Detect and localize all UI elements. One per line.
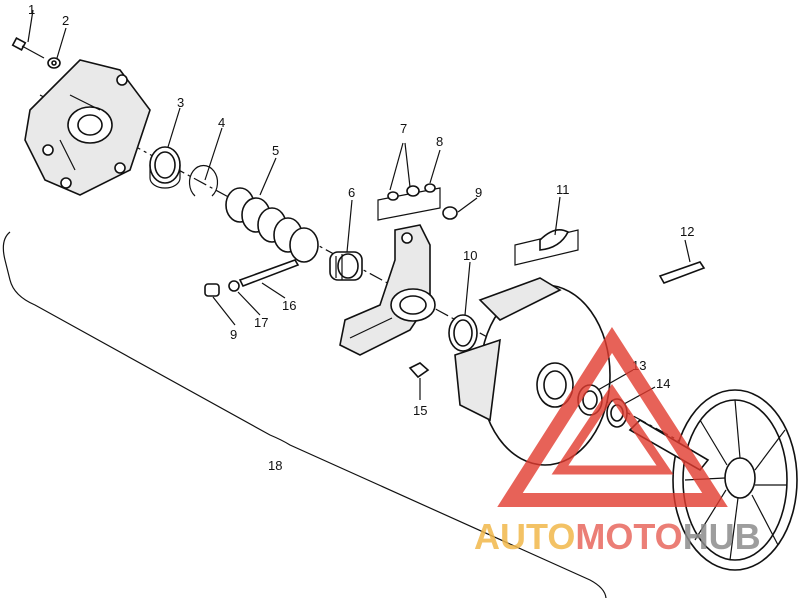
assembly-bracket bbox=[2, 231, 607, 598]
callout-11: 11 bbox=[556, 182, 570, 197]
part-cover-plate bbox=[24, 59, 151, 196]
callout-4: 4 bbox=[218, 115, 225, 130]
callout-17: 17 bbox=[254, 315, 268, 330]
part-shaft-16 bbox=[238, 259, 300, 288]
callout-3: 3 bbox=[177, 95, 184, 110]
part-nut-upper bbox=[442, 206, 458, 220]
part-washer bbox=[47, 57, 61, 69]
callout-8: 8 bbox=[436, 134, 443, 149]
callout-1: 1 bbox=[28, 2, 35, 17]
part-spider-bracket bbox=[339, 224, 436, 356]
part-washer-17 bbox=[228, 280, 240, 292]
part-spring bbox=[225, 187, 319, 263]
part-movable-sheave bbox=[454, 277, 611, 466]
part-nut-15 bbox=[408, 362, 430, 379]
callout-14: 14 bbox=[656, 376, 670, 391]
part-weight-tag bbox=[514, 229, 579, 266]
part-o-ring bbox=[448, 314, 478, 352]
watermark-hub: HUB bbox=[683, 516, 761, 557]
callout-12: 12 bbox=[680, 224, 694, 239]
callout-7: 7 bbox=[400, 121, 407, 136]
callout-5: 5 bbox=[272, 143, 279, 158]
part-small-bushings bbox=[377, 183, 441, 221]
part-snap-ring bbox=[188, 164, 219, 197]
watermark-logo bbox=[497, 327, 728, 507]
part-bolt bbox=[11, 37, 45, 59]
callout-18: 18 bbox=[268, 458, 282, 473]
watermark-text: AUTOMOTOHUB bbox=[474, 516, 761, 557]
part-roller bbox=[329, 251, 363, 281]
watermark-auto: AUTO bbox=[474, 516, 575, 557]
callout-15: 15 bbox=[413, 403, 427, 418]
part-nut-lower bbox=[204, 283, 220, 297]
callout-6: 6 bbox=[348, 185, 355, 200]
part-pin bbox=[658, 261, 706, 284]
part-bushing-ring bbox=[149, 146, 181, 189]
callout-9-lower: 9 bbox=[230, 327, 237, 342]
callout-10: 10 bbox=[463, 248, 477, 263]
callout-16: 16 bbox=[282, 298, 296, 313]
callout-2: 2 bbox=[62, 13, 69, 28]
watermark-moto: MOTO bbox=[575, 516, 682, 557]
callout-9-upper: 9 bbox=[475, 185, 482, 200]
